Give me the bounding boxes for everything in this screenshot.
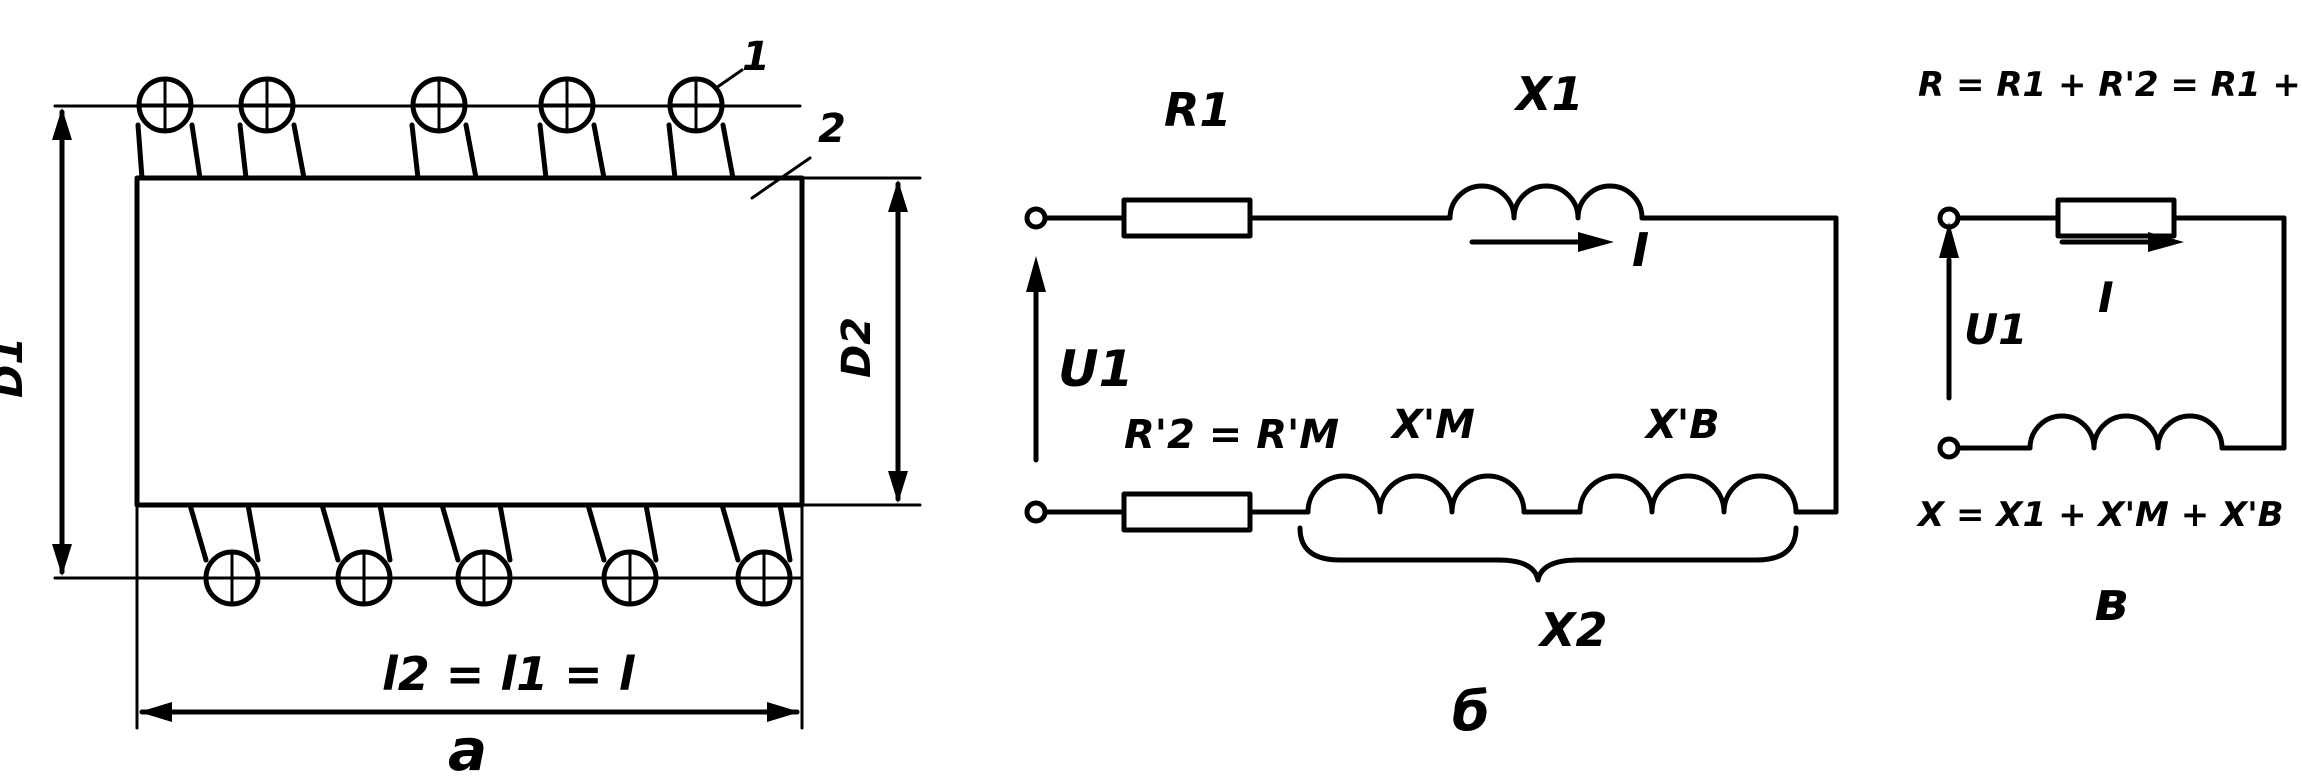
voltage-arrowhead xyxy=(1026,256,1046,292)
d1-label: D1 xyxy=(0,337,32,398)
panel-a-label: a xyxy=(448,716,487,780)
label-u1: U1 xyxy=(1058,340,1133,398)
label-x2: X2 xyxy=(1537,603,1607,657)
d2-label: D2 xyxy=(834,317,880,378)
callout-2: 2 xyxy=(818,106,846,152)
d2-arrow-up xyxy=(888,180,908,212)
callout-1-leader xyxy=(714,68,744,90)
label-i: I xyxy=(1632,223,1649,277)
panel-v: R = R1 + R'2 = R1 + R'M I U1 X = X1 + X'… xyxy=(1916,65,2302,633)
length-formula: l2 = l1 = l xyxy=(382,647,636,701)
terminal-top xyxy=(1024,206,1048,230)
x-formula: X = X1 + X'M + X'B xyxy=(1916,495,2284,535)
label-u1: U1 xyxy=(1964,305,2027,354)
panel-b: R1 X1 I U1 R'2 = R'M X'M X'B X2 б xyxy=(1024,67,1839,743)
d1-arrow-down xyxy=(52,544,72,576)
panel-b-label: б xyxy=(1452,680,1490,743)
terminal-bottom xyxy=(1937,436,1961,460)
label-r1: R1 xyxy=(1164,83,1231,137)
bottom-conductors xyxy=(187,502,793,607)
inductor-xm xyxy=(1305,473,1527,515)
top-conductors xyxy=(135,76,736,181)
voltage-arrowhead xyxy=(1939,222,1959,258)
label-xm: X'M xyxy=(1389,402,1475,448)
x2-brace xyxy=(1297,525,1799,583)
label-x1: X1 xyxy=(1513,67,1583,121)
current-arrowhead xyxy=(1578,232,1614,252)
a-arrow-left xyxy=(139,702,172,722)
inductor-x1 xyxy=(1447,183,1645,221)
resistor-r2 xyxy=(1121,491,1253,533)
d1-arrow-up xyxy=(52,108,72,140)
callout-2-leader xyxy=(750,156,812,200)
label-i: I xyxy=(2098,273,2114,322)
resistor-r1 xyxy=(1121,197,1253,239)
resistor-r xyxy=(2055,197,2177,239)
panel-a: D1 D2 xyxy=(0,34,922,780)
label-xb: X'B xyxy=(1643,402,1720,448)
label-r2-eq: R'2 = R'M xyxy=(1124,412,1339,458)
d2-arrow-down xyxy=(888,471,908,503)
a-arrow-right xyxy=(767,702,800,722)
current-arrowhead xyxy=(2148,232,2184,252)
r-formula: R = R1 + R'2 = R1 + R'M xyxy=(1918,65,2302,105)
core-rectangle xyxy=(134,175,805,508)
panel-v-label: в xyxy=(2094,570,2128,633)
inductor-xb xyxy=(1577,473,1799,515)
callout-1: 1 xyxy=(742,34,770,80)
terminal-bottom xyxy=(1024,500,1048,524)
inductor-x xyxy=(2027,413,2225,451)
